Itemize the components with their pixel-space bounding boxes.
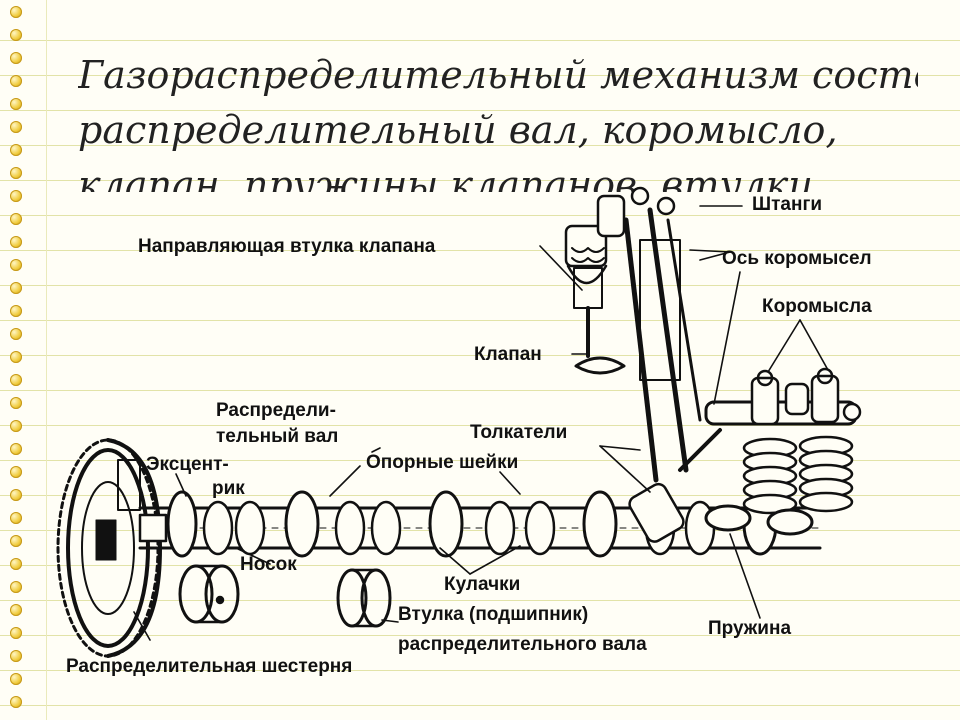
label-rods: Штанги <box>752 194 823 215</box>
binding-ring <box>10 351 22 363</box>
binding-ring <box>10 282 22 294</box>
binding-ring <box>10 52 22 64</box>
binding-ring <box>10 190 22 202</box>
binding-ring <box>10 98 22 110</box>
binding-ring <box>10 512 22 524</box>
binding-ring <box>10 144 22 156</box>
valve-drawing <box>564 194 626 375</box>
binding-ring <box>10 673 22 685</box>
label-cams: Кулачки <box>444 574 521 595</box>
binding-ring <box>10 328 22 340</box>
binding-ring <box>10 489 22 501</box>
binding-ring <box>10 236 22 248</box>
label-lifters: Толкатели <box>470 422 568 443</box>
binding-ring <box>10 75 22 87</box>
binding-ring <box>10 259 22 271</box>
label-rockers: Коромысла <box>762 296 872 317</box>
bushings-drawing <box>178 564 392 628</box>
binding-ring <box>10 650 22 662</box>
binding-ring <box>10 397 22 409</box>
binding-ring <box>10 374 22 386</box>
binding-ring <box>10 213 22 225</box>
binding-ring <box>10 29 22 41</box>
rocker-assembly-drawing <box>704 367 862 426</box>
label-spring: Пружина <box>708 618 792 639</box>
heading-line-2: распределительный вал, коромысло, <box>78 108 838 152</box>
heading-line-1: Газораспределительный механизм состоит: <box>78 53 918 97</box>
label-bushing-line-2: распределительного вала <box>398 634 647 655</box>
binding-ring <box>10 167 22 179</box>
binding-ring <box>10 6 22 18</box>
binding-ring <box>10 305 22 317</box>
label-nose: Носок <box>240 554 297 575</box>
binding-ring <box>10 604 22 616</box>
leader-lines <box>133 205 829 641</box>
label-timing-gear: Распределительная шестерня <box>66 656 353 677</box>
binding-ring <box>10 558 22 570</box>
label-bushing-line-1: Втулка (подшипник) <box>398 604 589 625</box>
binding-ring <box>10 443 22 455</box>
label-valve: Клапан <box>474 344 542 365</box>
page-heading: Газораспределительный механизм состоит: … <box>78 48 918 192</box>
label-eccentric-line-1: Эксцент- <box>146 454 229 475</box>
binding-ring <box>10 696 22 708</box>
label-camshaft-line-1: Распредели- <box>216 400 336 421</box>
label-bearing-journals: Опорные шейки <box>366 452 519 473</box>
spiral-binding <box>10 6 30 718</box>
binding-ring <box>10 627 22 639</box>
binding-ring <box>10 121 22 133</box>
label-valve-guide: Направляющая втулка клапана <box>138 236 436 257</box>
binding-ring <box>10 535 22 547</box>
label-eccentric-line-2: рик <box>212 478 245 499</box>
binding-ring <box>10 420 22 432</box>
springs-drawing <box>571 247 854 536</box>
label-rocker-axle: Ось коромысел <box>722 248 872 269</box>
label-camshaft-line-2: тельный вал <box>216 426 339 447</box>
heading-line-3: клапан, пружины клапанов, втулки, <box>78 163 825 192</box>
binding-ring <box>10 466 22 478</box>
lifters-drawing <box>628 428 722 543</box>
margin-line <box>46 0 47 720</box>
pushrods-drawing <box>623 186 702 483</box>
binding-ring <box>10 581 22 593</box>
